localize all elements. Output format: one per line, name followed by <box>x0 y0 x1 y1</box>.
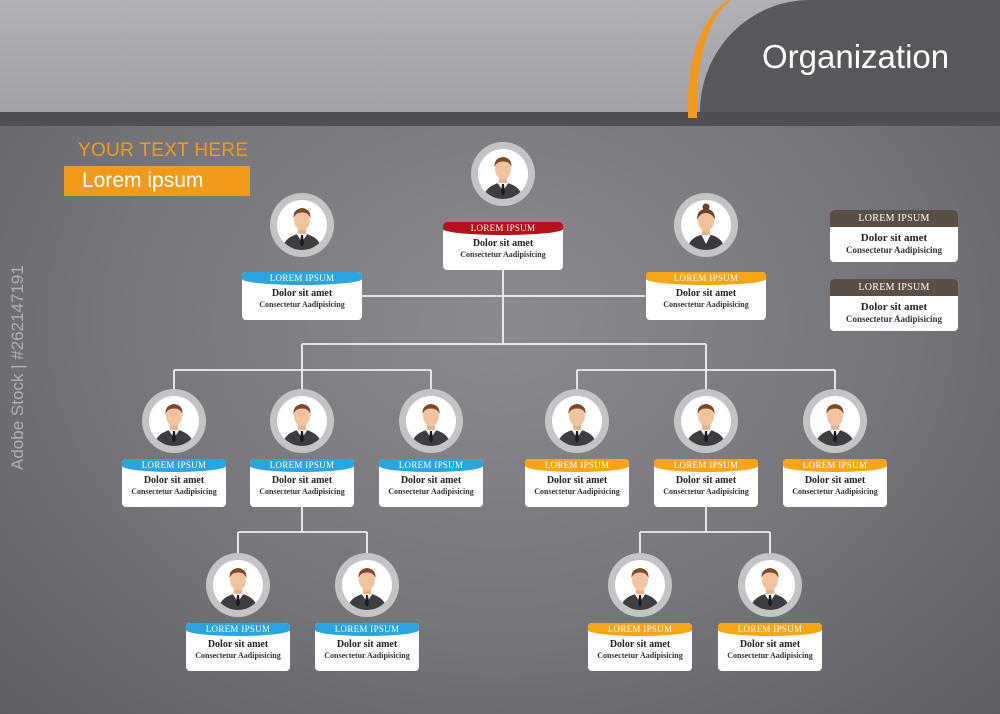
legend-card-line2: Consectetur Aadipisicing <box>845 245 943 255</box>
legend-card-line2: Consectetur Aadipisicing <box>845 314 943 324</box>
male-person-icon <box>270 193 334 257</box>
node-title: LOREM IPSUM <box>443 222 563 235</box>
legend-card-header: LOREM IPSUM <box>830 210 958 227</box>
node-title: LOREM IPSUM <box>242 272 362 285</box>
node-title: LOREM IPSUM <box>646 272 766 285</box>
header-divider <box>0 112 1000 126</box>
node-line2: Consectetur Aadipisicing <box>324 651 410 660</box>
male-person-icon <box>674 389 738 453</box>
male-person-icon <box>803 389 867 453</box>
node-line2: Consectetur Aadipisicing <box>727 651 813 660</box>
title-panel <box>700 0 1000 112</box>
male-person-icon <box>545 389 609 453</box>
lorem-banner-text: Lorem ipsum <box>82 169 204 192</box>
male-person-icon <box>399 389 463 453</box>
node-title: LOREM IPSUM <box>718 623 822 636</box>
male-person-icon <box>206 553 270 617</box>
node-line2: Consectetur Aadipisicing <box>597 651 683 660</box>
node-line1: Dolor sit amet <box>675 475 737 486</box>
node-line1: Dolor sit amet <box>336 639 398 650</box>
node-title: LOREM IPSUM <box>250 459 354 472</box>
legend-card: LOREM IPSUM Dolor sit amet Consectetur A… <box>830 210 958 262</box>
node-line2: Consectetur Aadipisicing <box>534 487 620 496</box>
legend-card-line1: Dolor sit amet <box>860 232 928 244</box>
node-title: LOREM IPSUM <box>525 459 629 472</box>
node-line1: Dolor sit amet <box>472 238 534 249</box>
lorem-banner: Lorem ipsum <box>64 166 250 196</box>
node-line2: Consectetur Aadipisicing <box>195 651 281 660</box>
node-line2: Consectetur Aadipisicing <box>259 487 345 496</box>
node-line1: Dolor sit amet <box>546 475 608 486</box>
node-title: LOREM IPSUM <box>654 459 758 472</box>
page-title: Organization <box>762 38 950 75</box>
node-line2: Consectetur Aadipisicing <box>259 300 345 309</box>
node-line1: Dolor sit amet <box>739 639 801 650</box>
node-line1: Dolor sit amet <box>271 475 333 486</box>
subtitle-text: YOUR TEXT HERE <box>78 140 249 161</box>
male-person-icon <box>335 553 399 617</box>
node-line1: Dolor sit amet <box>609 639 671 650</box>
orange-arc-decoration <box>688 0 748 118</box>
male-person-icon <box>270 389 334 453</box>
node-line2: Consectetur Aadipisicing <box>663 487 749 496</box>
node-title: LOREM IPSUM <box>122 459 226 472</box>
node-line2: Consectetur Aadipisicing <box>792 487 878 496</box>
node-line1: Dolor sit amet <box>804 475 866 486</box>
node-line2: Consectetur Aadipisicing <box>388 487 474 496</box>
legend-card: LOREM IPSUM Dolor sit amet Consectetur A… <box>830 279 958 331</box>
male-person-icon <box>738 553 802 617</box>
node-title: LOREM IPSUM <box>315 623 419 636</box>
node-title: LOREM IPSUM <box>186 623 290 636</box>
node-line2: Consectetur Aadipisicing <box>460 250 546 259</box>
node-title: LOREM IPSUM <box>783 459 887 472</box>
male-person-icon <box>142 389 206 453</box>
legend-card-header: LOREM IPSUM <box>830 279 958 296</box>
node-line1: Dolor sit amet <box>207 639 269 650</box>
node-line1: Dolor sit amet <box>675 288 737 299</box>
male-person-icon <box>471 142 535 206</box>
node-line1: Dolor sit amet <box>400 475 462 486</box>
node-line2: Consectetur Aadipisicing <box>663 300 749 309</box>
female-person-icon <box>674 193 738 257</box>
node-line1: Dolor sit amet <box>143 475 205 486</box>
node-line2: Consectetur Aadipisicing <box>131 487 217 496</box>
node-title: LOREM IPSUM <box>379 459 483 472</box>
male-person-icon <box>608 553 672 617</box>
legend-card-line1: Dolor sit amet <box>860 301 928 313</box>
node-title: LOREM IPSUM <box>588 623 692 636</box>
node-line1: Dolor sit amet <box>271 288 333 299</box>
